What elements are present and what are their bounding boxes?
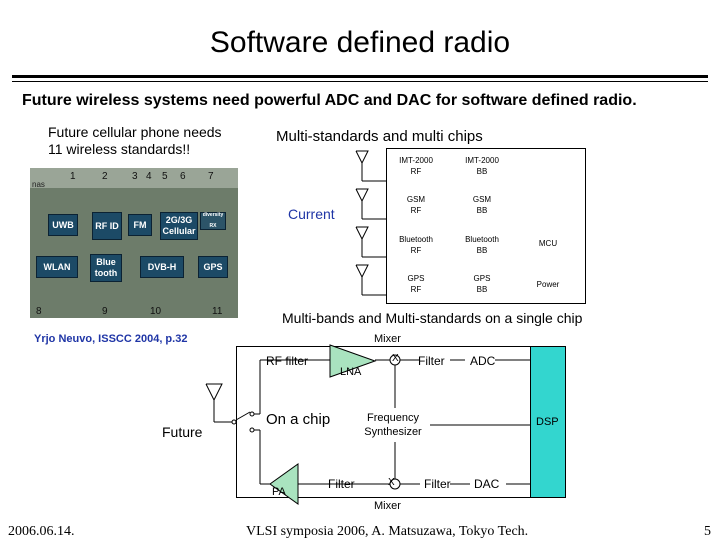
block-line: BB xyxy=(476,285,488,294)
synth-line: Synthesizer xyxy=(364,426,422,438)
adc-label: ADC xyxy=(470,354,496,368)
photo-number-7: 7 xyxy=(208,171,214,182)
lna-amplifier xyxy=(329,344,377,378)
phone-board-photo: nas 1 2 3 4 5 6 7 8 9 10 11 UWB RF ID FM… xyxy=(30,168,238,318)
photo-number-11: 11 xyxy=(212,306,223,317)
photo-number-10: 10 xyxy=(150,306,162,317)
block-line: BB xyxy=(476,246,488,255)
synth-line: Frequency xyxy=(367,412,419,424)
slide-subtitle: Future wireless systems need powerful AD… xyxy=(22,92,637,109)
block-line: RF xyxy=(410,246,422,255)
photo-number-9: 9 xyxy=(102,306,108,317)
multi-chip-header: Multi-standards and multi chips xyxy=(276,128,483,145)
current-label: Current xyxy=(288,206,335,222)
block-line: BB xyxy=(476,167,488,176)
future-label: Future xyxy=(162,424,203,440)
title-rule-thin xyxy=(12,81,708,82)
needs-note-line1: Future cellular phone needs xyxy=(48,124,222,140)
photo-number-6: 6 xyxy=(180,171,186,182)
antenna-icon xyxy=(205,383,232,423)
gps-bb-block: GPS BB xyxy=(454,273,510,295)
photo-chip-fm: FM xyxy=(128,214,152,236)
gsm-bb-block: GSM BB xyxy=(454,194,510,216)
photo-number-3: 3 xyxy=(132,171,138,182)
mcu-block: MCU xyxy=(538,239,558,248)
photo-chip-bluetooth: Blue tooth xyxy=(90,254,122,282)
block-line: Bluetooth xyxy=(399,235,433,244)
slide-title: Software defined radio xyxy=(209,26,511,59)
antenna-icon xyxy=(355,188,386,220)
photo-number-2: 2 xyxy=(102,171,108,182)
photo-chip-wlan: WLAN xyxy=(36,256,78,278)
mixer-bottom-label: Mixer xyxy=(374,500,401,512)
photo-chip-uwb: UWB xyxy=(48,214,78,236)
page-number: 5 xyxy=(704,524,711,539)
photo-top-strip xyxy=(30,168,238,188)
title-rule-thick xyxy=(12,75,708,78)
footer-venue: VLSI symposia 2006, A. Matsuzawa, Tokyo … xyxy=(246,524,529,539)
antenna-icon xyxy=(355,150,386,182)
footer-date: 2006.06.14. xyxy=(8,524,75,539)
photo-chip-diversity: diversity RX xyxy=(200,212,226,230)
block-line: GPS xyxy=(407,274,425,283)
photo-chip-rfid: RF ID xyxy=(92,212,122,240)
gsm-rf-block: GSM RF xyxy=(388,194,444,216)
photo-number-5: 5 xyxy=(162,171,168,182)
mixer-top-label: Mixer xyxy=(374,333,401,345)
block-line: BB xyxy=(476,206,488,215)
photo-number-8: 8 xyxy=(36,306,42,317)
on-a-chip-label: On a chip xyxy=(266,411,331,428)
switch-arm xyxy=(235,411,251,421)
block-line: IMT-2000 xyxy=(399,156,433,165)
photo-number-1: 1 xyxy=(70,171,76,182)
block-line: GSM xyxy=(472,195,492,204)
antenna-icon xyxy=(355,264,386,296)
tx-filter-1-label: Filter xyxy=(328,477,355,491)
block-line: RF xyxy=(410,206,422,215)
block-line: GSM xyxy=(406,195,426,204)
needs-note-line2: 11 wireless standards!! xyxy=(48,141,191,157)
dac-label: DAC xyxy=(474,477,500,491)
block-line: RF xyxy=(410,167,422,176)
lna-label: LNA xyxy=(340,366,362,378)
block-line: GPS xyxy=(473,274,491,283)
mixer-top-x: X xyxy=(392,353,399,364)
dsp-label: DSP xyxy=(536,416,559,428)
photo-chip-dvbh: DVB-H xyxy=(140,256,184,278)
pa-label: PA xyxy=(272,486,286,498)
power-block: Power xyxy=(536,280,560,289)
block-line: Bluetooth xyxy=(465,235,499,244)
single-chip-title: Multi-bands and Multi-standards on a sin… xyxy=(282,310,583,326)
photo-side-text: nas xyxy=(32,180,45,189)
current-wiring-svg xyxy=(355,150,386,296)
tx-filter-2-label: Filter xyxy=(424,477,451,491)
switch-node xyxy=(231,419,237,425)
photo-number-4: 4 xyxy=(146,171,152,182)
photo-chip-cellular: 2G/3G Cellular xyxy=(160,212,198,240)
rx-filter-label: Filter xyxy=(418,354,445,368)
current-chip-board xyxy=(386,148,586,304)
switch-node xyxy=(249,427,255,433)
future-signal-svg xyxy=(205,344,530,505)
rf-filter-label: RF filter xyxy=(266,354,308,368)
switch-node xyxy=(249,411,255,417)
block-line: RF xyxy=(410,285,422,294)
mixer-bottom-x: X xyxy=(388,477,395,488)
pa-amplifier xyxy=(269,463,299,505)
dsp-block xyxy=(530,346,566,498)
citation: Yrjo Neuvo, ISSCC 2004, p.32 xyxy=(34,333,188,345)
block-line: IMT-2000 xyxy=(465,156,499,165)
photo-chip-gps: GPS xyxy=(198,256,228,278)
antenna-icon xyxy=(355,226,386,258)
gps-rf-block: GPS RF xyxy=(388,273,444,295)
